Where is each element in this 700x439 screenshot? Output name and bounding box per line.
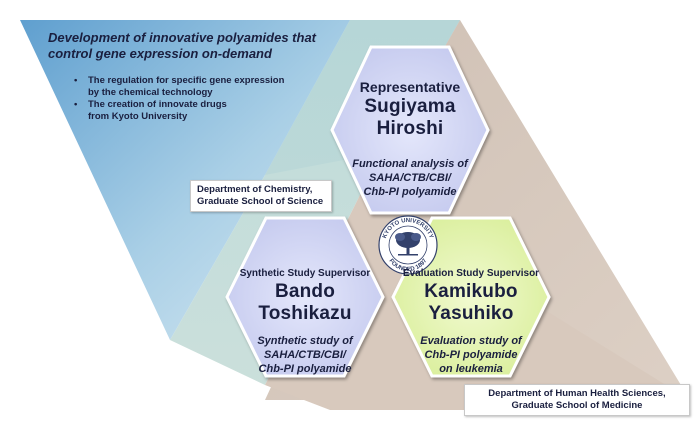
synthetic-hexagon [225,216,385,378]
bullet-2-line-2: from Kyoto University [88,110,188,122]
evaluation-study-line-3: on leukemia [439,363,503,375]
department-chemistry-line-1: Department of Chemistry, [197,184,313,195]
representative-study: Functional analysis of SAHA/CTB/CBI/ Chb… [332,157,488,199]
synthetic-study: Synthetic study of SAHA/CTB/CBI/ Chb-PI … [227,334,383,376]
representative-block: Representative Sugiyama Hiroshi Function… [332,79,488,199]
representative-hexagon [330,45,490,215]
page-title: Development of innovative polyamides tha… [48,30,338,62]
bullet-1-line-2: by the chemical technology [88,86,213,98]
bullet-2-line-1: The creation of innovate drugs [88,99,227,110]
list-item: The creation of innovate drugs from Kyot… [74,99,334,122]
synthetic-name: Bando Toshikazu [258,281,352,324]
bullet-1-line-1: The regulation for specific gene express… [88,75,285,86]
goal-list: The regulation for specific gene express… [74,75,334,123]
synthetic-study-line-1: Synthetic study of [257,335,353,347]
department-medicine-line-1: Department of Human Health Sciences, [488,388,666,399]
evaluation-name: Kamikubo Yasuhiko [424,281,518,324]
department-chemistry-line-2: Graduate School of Science [197,196,324,207]
department-medicine-line-2: Graduate School of Medicine [511,400,643,411]
evaluation-study-line-2: Chb-PI polyamide [424,349,518,361]
evaluation-study: Evaluation study of Chb-PI polyamide on … [393,334,549,376]
title-line-2: control gene expression on-demand [48,46,272,61]
evaluation-role: Evaluation Study Supervisor [402,268,540,279]
representative-role: Representative [359,79,461,95]
list-item: The regulation for specific gene express… [74,75,334,98]
representative-study-line-2: SAHA/CTB/CBI/ [369,172,451,184]
kyoto-university-seal: KYOTO UNIVERSITY FOUNDED 1897 [378,215,438,275]
department-chemistry-label: Department of Chemistry, Graduate School… [190,180,332,212]
synthetic-role: Synthetic Study Supervisor [239,268,371,279]
department-medicine-label: Department of Human Health Sciences, Gra… [464,384,690,416]
representative-study-line-3: Chb-PI polyamide [363,186,457,198]
evaluation-block: Evaluation Study Supervisor Kamikubo Yas… [393,268,549,376]
representative-study-line-1: Functional analysis of [352,158,468,170]
title-line-1: Development of innovative polyamides tha… [48,30,316,45]
synthetic-block: Synthetic Study Supervisor Bando Toshika… [227,268,383,376]
synthetic-study-line-2: SAHA/CTB/CBI/ [264,349,346,361]
evaluation-study-line-1: Evaluation study of [420,335,522,347]
synthetic-study-line-3: Chb-PI polyamide [258,363,352,375]
tree-emblem [395,232,421,256]
representative-name: Sugiyama Hiroshi [364,96,456,139]
